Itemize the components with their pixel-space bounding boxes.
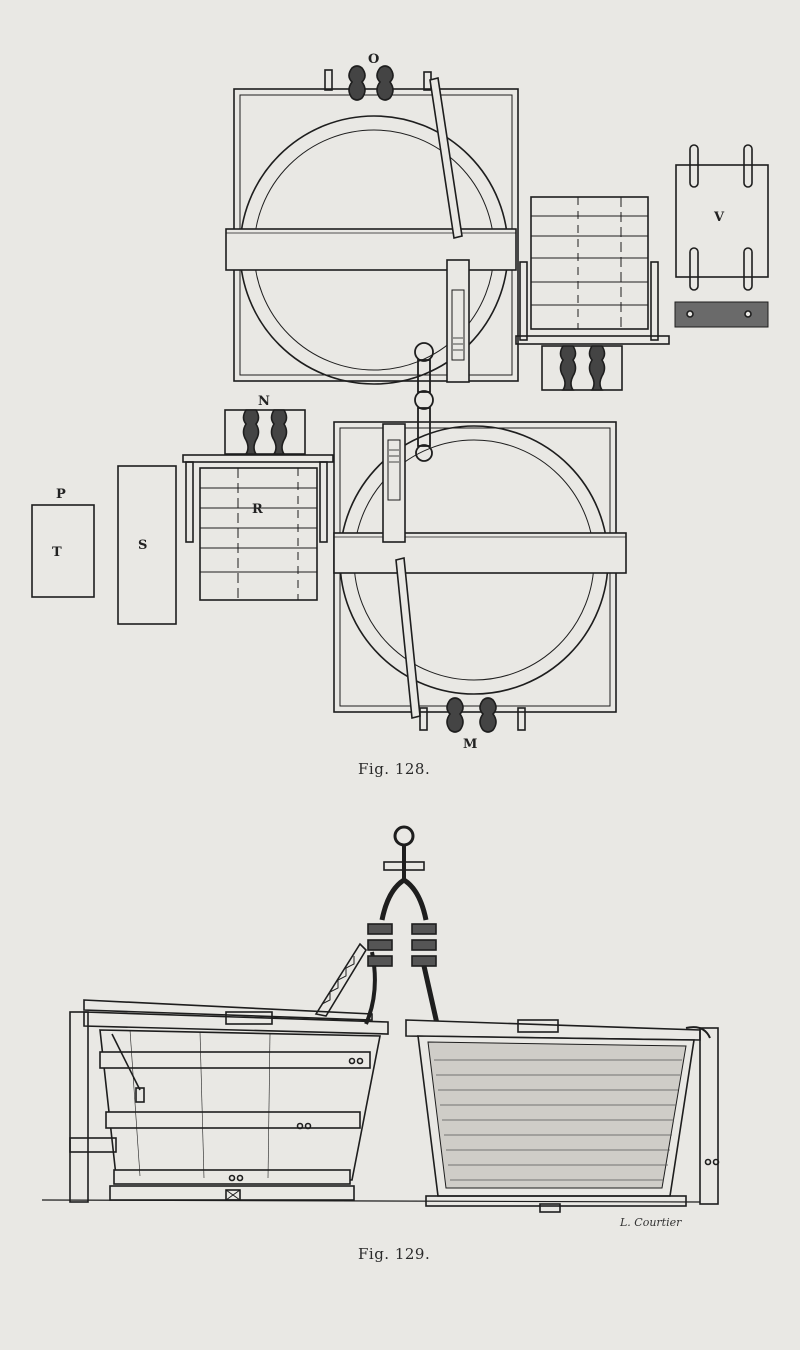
label-m: M <box>463 737 477 752</box>
label-s: S <box>138 538 147 553</box>
caption-fig-129: Fig. 129. <box>358 1245 431 1263</box>
plate-t <box>31 504 95 598</box>
left-tub <box>69 999 389 1203</box>
label-t: T <box>52 545 62 560</box>
board-s <box>117 465 177 625</box>
grip-m <box>446 697 497 733</box>
label-r: R <box>252 502 263 517</box>
caption-fig-128: Fig. 128. <box>358 760 431 778</box>
engraver-signature: L. Courtier <box>619 1216 682 1229</box>
crate-r <box>182 454 334 601</box>
lower-tank <box>333 421 627 731</box>
label-v: V <box>713 210 725 225</box>
upper-crate <box>515 196 670 345</box>
figure-128-plan <box>31 65 769 733</box>
label-n: N <box>258 394 270 409</box>
upper-tank <box>225 69 519 385</box>
plate-v <box>674 144 769 328</box>
grip-box-n <box>224 409 306 455</box>
chain-link <box>414 342 434 462</box>
figure-129-elevation <box>41 825 720 1213</box>
grip-o <box>348 65 394 101</box>
label-p: P <box>56 487 66 502</box>
right-tub <box>405 1019 720 1213</box>
grip-box-right <box>541 345 623 391</box>
label-o: O <box>368 52 379 67</box>
